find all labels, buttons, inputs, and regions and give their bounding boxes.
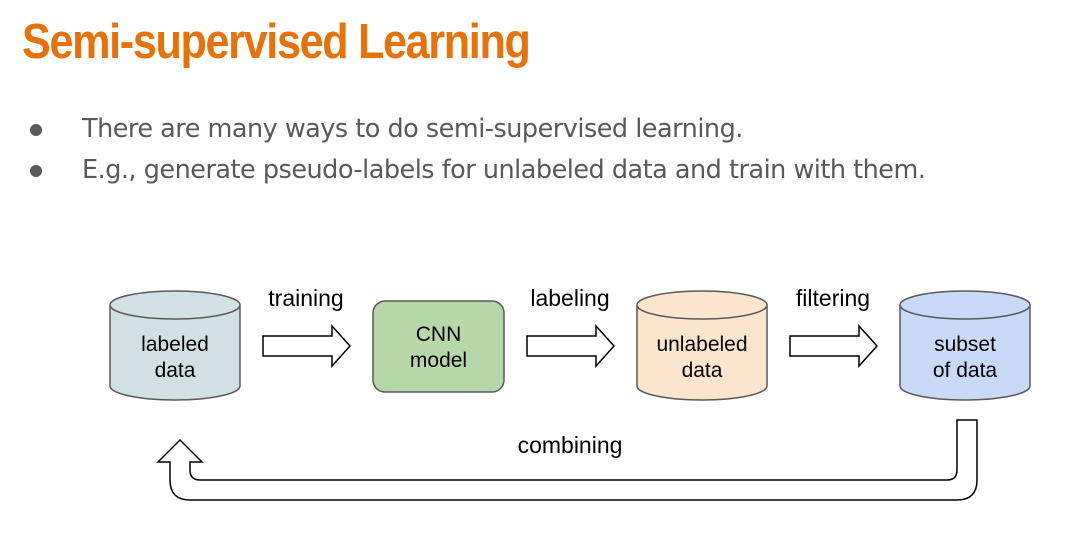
combining-arrow-icon [156,419,978,501]
combining-edge: combining [156,419,978,501]
unlabeled-data-cylinder-top [636,290,768,320]
labeled-data-cylinder-top [109,290,241,320]
bullet-dot-icon [30,165,42,177]
bullet-text: There are many ways to do semi-supervise… [82,114,743,144]
cnn-model-box [372,300,505,393]
subset-data-label-line2: of data [933,359,998,382]
unlabeled-data-node: unlabeled data [636,290,768,401]
bullet-text: E.g., generate pseudo-labels for unlabel… [82,155,926,185]
labeled-data-label-line1: labeled [141,333,209,356]
combining-label: combining [518,432,623,458]
labeling-label: labeling [530,285,609,311]
subset-data-node: subset of data [899,290,1031,401]
bullet-list: There are many ways to do semi-supervise… [28,109,926,191]
filtering-label: filtering [796,285,870,311]
slide-title: Semi-supervised Learning [22,15,531,69]
subset-data-cylinder-body [899,305,1031,401]
training-label: training [268,285,343,311]
labeled-data-node: labeled data [109,290,241,401]
training-arrow-icon [262,324,352,368]
training-edge: training [262,285,352,368]
unlabeled-data-cylinder-body [636,305,768,401]
bullet-item: E.g., generate pseudo-labels for unlabel… [28,150,926,191]
labeling-edge: labeling [526,285,616,368]
filtering-edge: filtering [789,285,879,368]
cnn-model-label-line2: model [410,349,467,372]
unlabeled-data-label-line2: data [682,359,723,382]
labeled-data-cylinder-body [109,305,241,401]
unlabeled-data-label-line1: unlabeled [656,333,747,356]
labeled-data-label-line2: data [155,359,196,382]
cnn-model-node: CNN model [372,300,505,393]
bullet-item: There are many ways to do semi-supervise… [28,109,925,150]
subset-data-cylinder-top [899,290,1031,320]
labeling-arrow-icon [526,324,616,368]
subset-data-label-line1: subset [934,333,996,356]
filtering-arrow-icon [789,324,879,368]
cnn-model-label-line1: CNN [416,323,462,346]
bullet-dot-icon [30,124,42,136]
